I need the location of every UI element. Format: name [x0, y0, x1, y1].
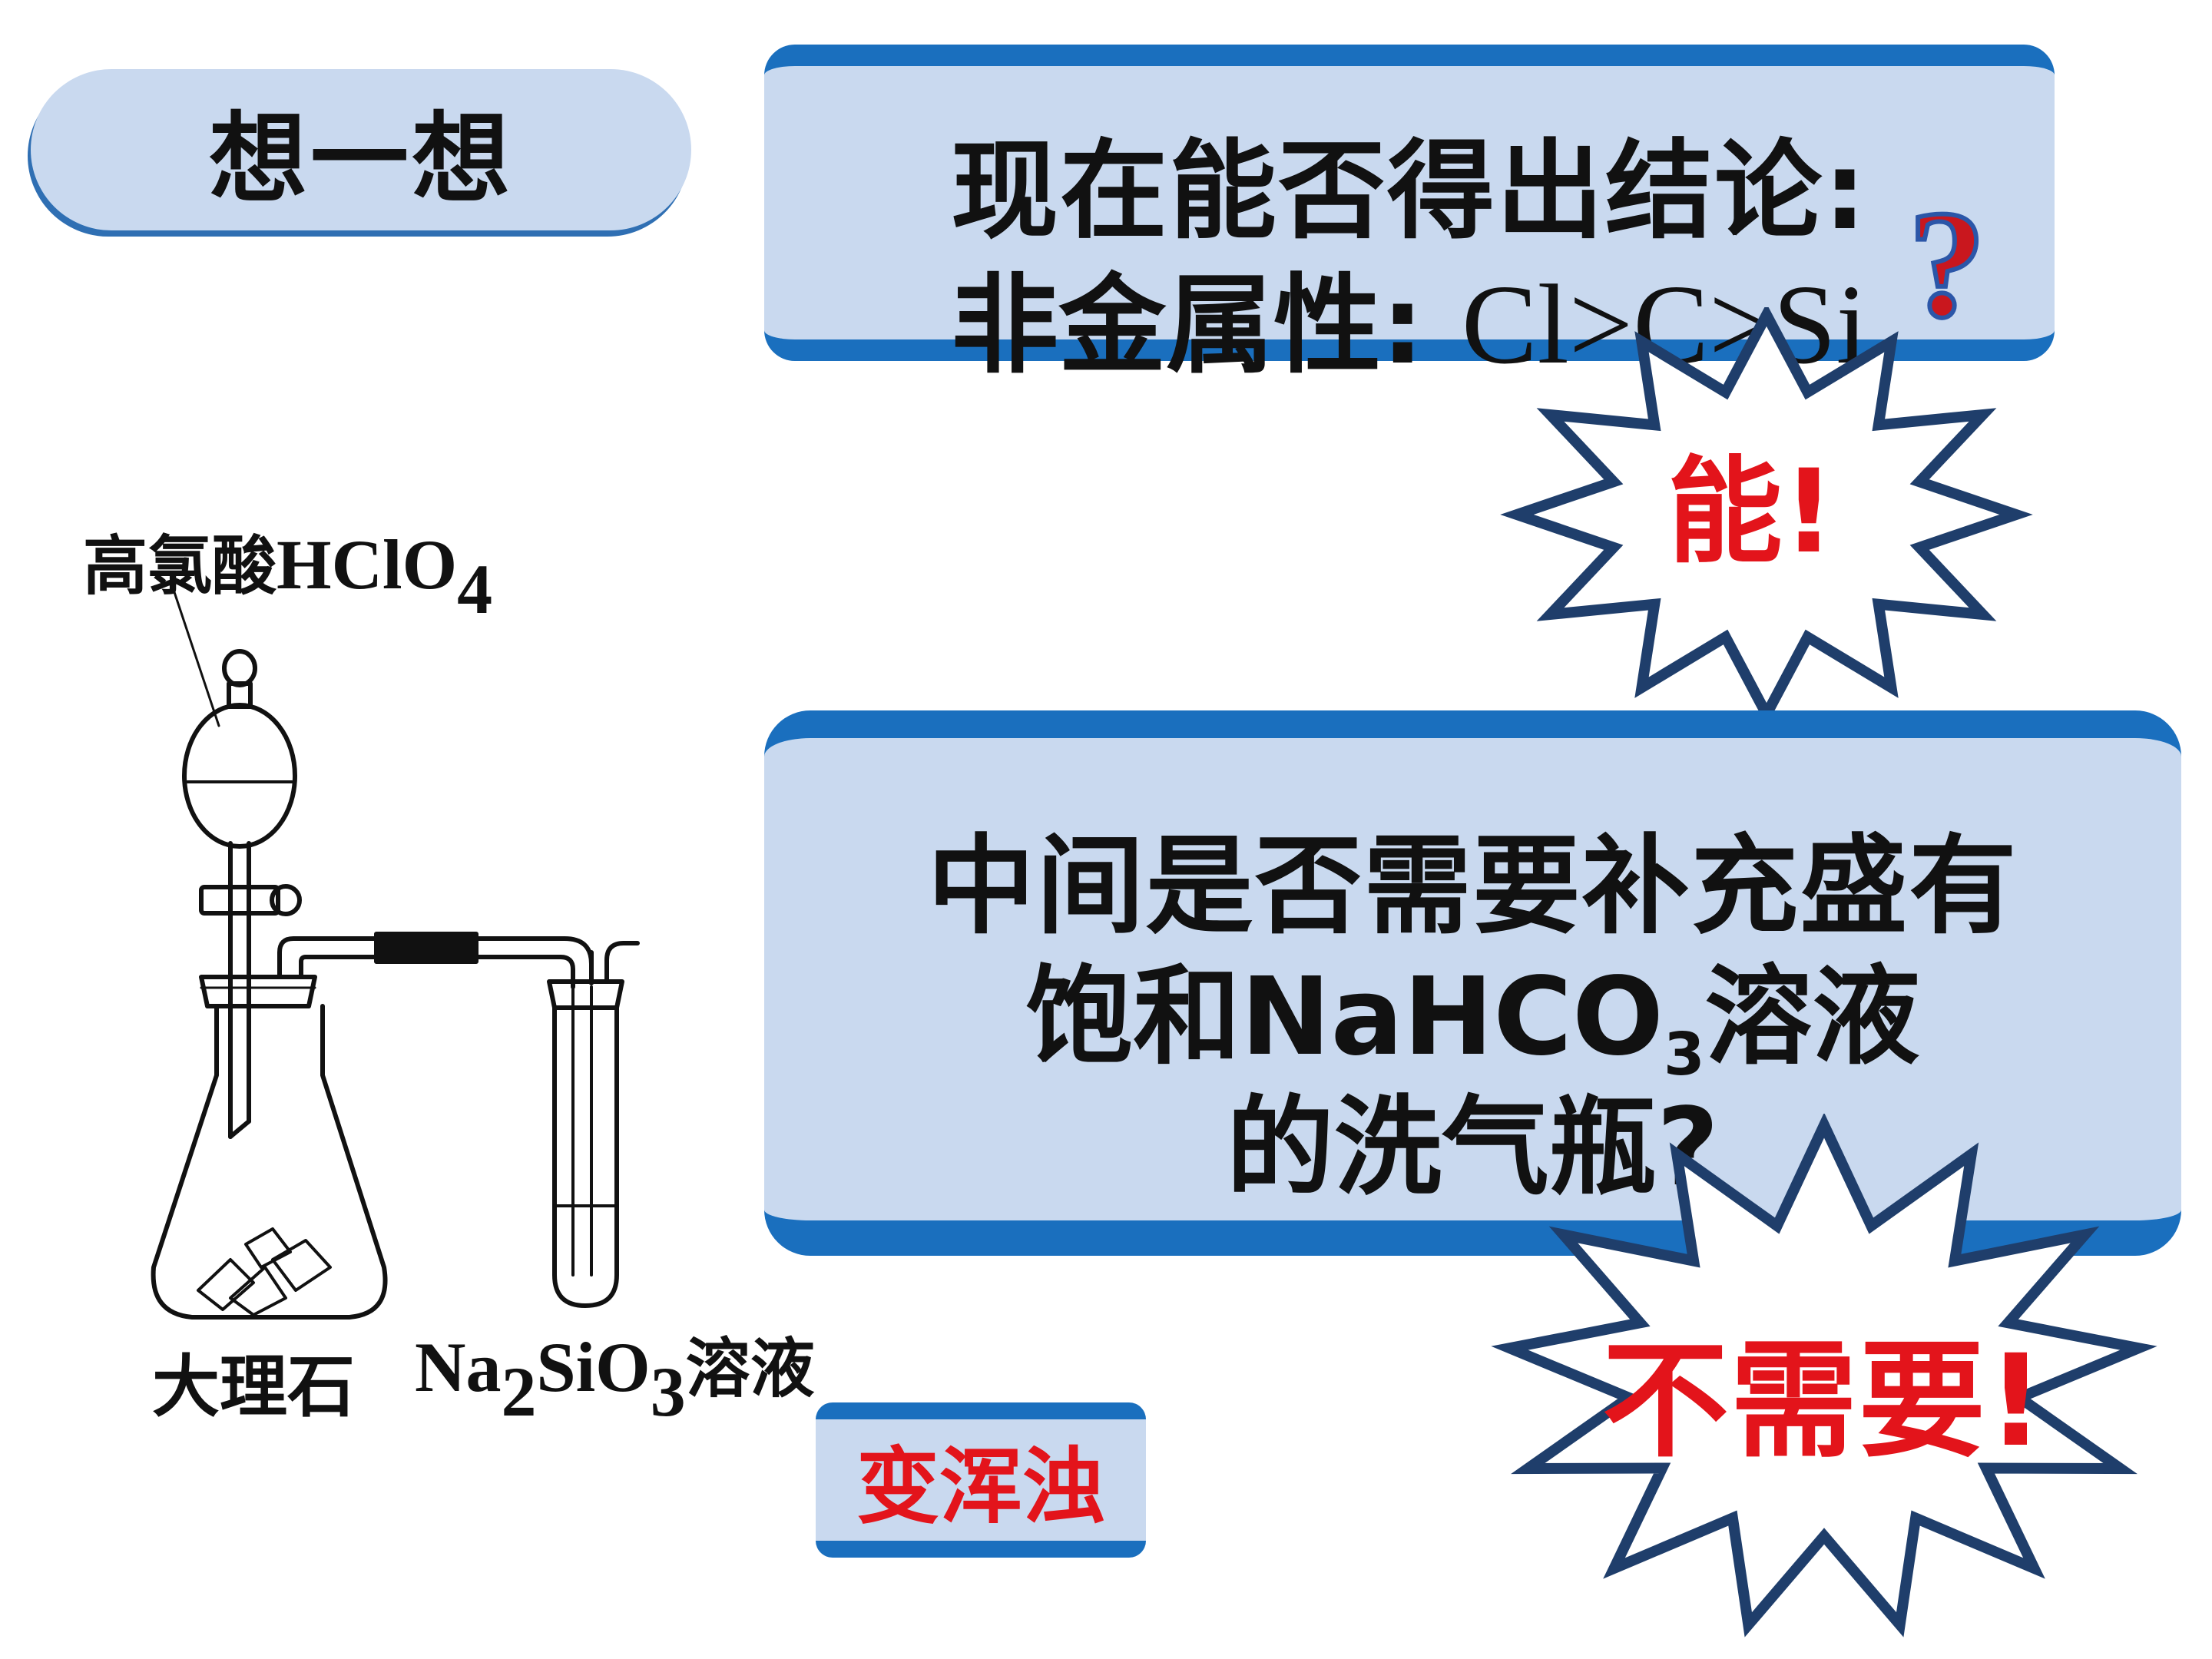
rubber-connector	[374, 932, 478, 964]
question-mark-icon: ?	[1906, 177, 1988, 352]
think-pill	[31, 69, 691, 230]
test-tube	[552, 1005, 619, 1308]
marble-piece	[197, 1258, 255, 1311]
acid-label: 高氯酸HClO4	[83, 515, 492, 630]
separatory-funnel	[182, 703, 297, 849]
apparatus-diagram	[151, 586, 640, 1320]
question2-line2: 饱和NaHCO3溶液	[764, 930, 2181, 1089]
question2-suffix: 溶液	[1704, 955, 1920, 1080]
acid-formula: HClO	[276, 525, 458, 604]
acid-leader-line	[171, 586, 220, 727]
marble-label: 大理石	[152, 1347, 356, 1426]
silicate-suffix: 溶液	[685, 1331, 815, 1406]
silicate-sub-b: 3	[650, 1353, 686, 1432]
observation-badge	[816, 1402, 1146, 1558]
silicate-label: Na2SiO3溶液	[415, 1317, 815, 1432]
question2-subscript: 3	[1663, 1020, 1705, 1089]
question-card-bottom: 中间是否需要补充盛有 饱和NaHCO3溶液 的洗气瓶?	[764, 710, 2181, 1256]
silicate-formula-a: Na	[415, 1328, 502, 1406]
funnel-stopper	[222, 649, 257, 687]
answer1-text: 能!	[1667, 445, 1836, 579]
stopcock	[199, 885, 280, 916]
answer2-text: 不需要!	[1601, 1327, 2047, 1475]
silicate-sub-a: 2	[501, 1353, 537, 1432]
conical-flask	[151, 1004, 388, 1320]
silicate-formula-b: SiO	[536, 1328, 651, 1406]
question1-line1: 现在能否得出结论:	[951, 129, 1868, 254]
question2-line3: 的洗气瓶?	[1226, 1085, 1720, 1210]
acid-label-cn: 高氯酸	[83, 528, 277, 604]
question2-line1: 中间是否需要补充盛有	[927, 824, 2018, 949]
burst-star-2-shape	[1491, 1114, 2157, 1637]
burst-star-2	[1491, 1114, 2157, 1637]
question2-prefix: 饱和NaHCO	[1025, 955, 1664, 1080]
think-label: 想一想	[208, 101, 513, 217]
flask-stopper	[199, 975, 317, 1008]
acid-subscript: 4	[457, 550, 493, 629]
stopcock-handle	[270, 884, 302, 916]
test-tube-stopper	[547, 979, 624, 1010]
question1-prefix: 非金属性:	[951, 263, 1462, 389]
observation-text: 变浑浊	[856, 1439, 1105, 1535]
